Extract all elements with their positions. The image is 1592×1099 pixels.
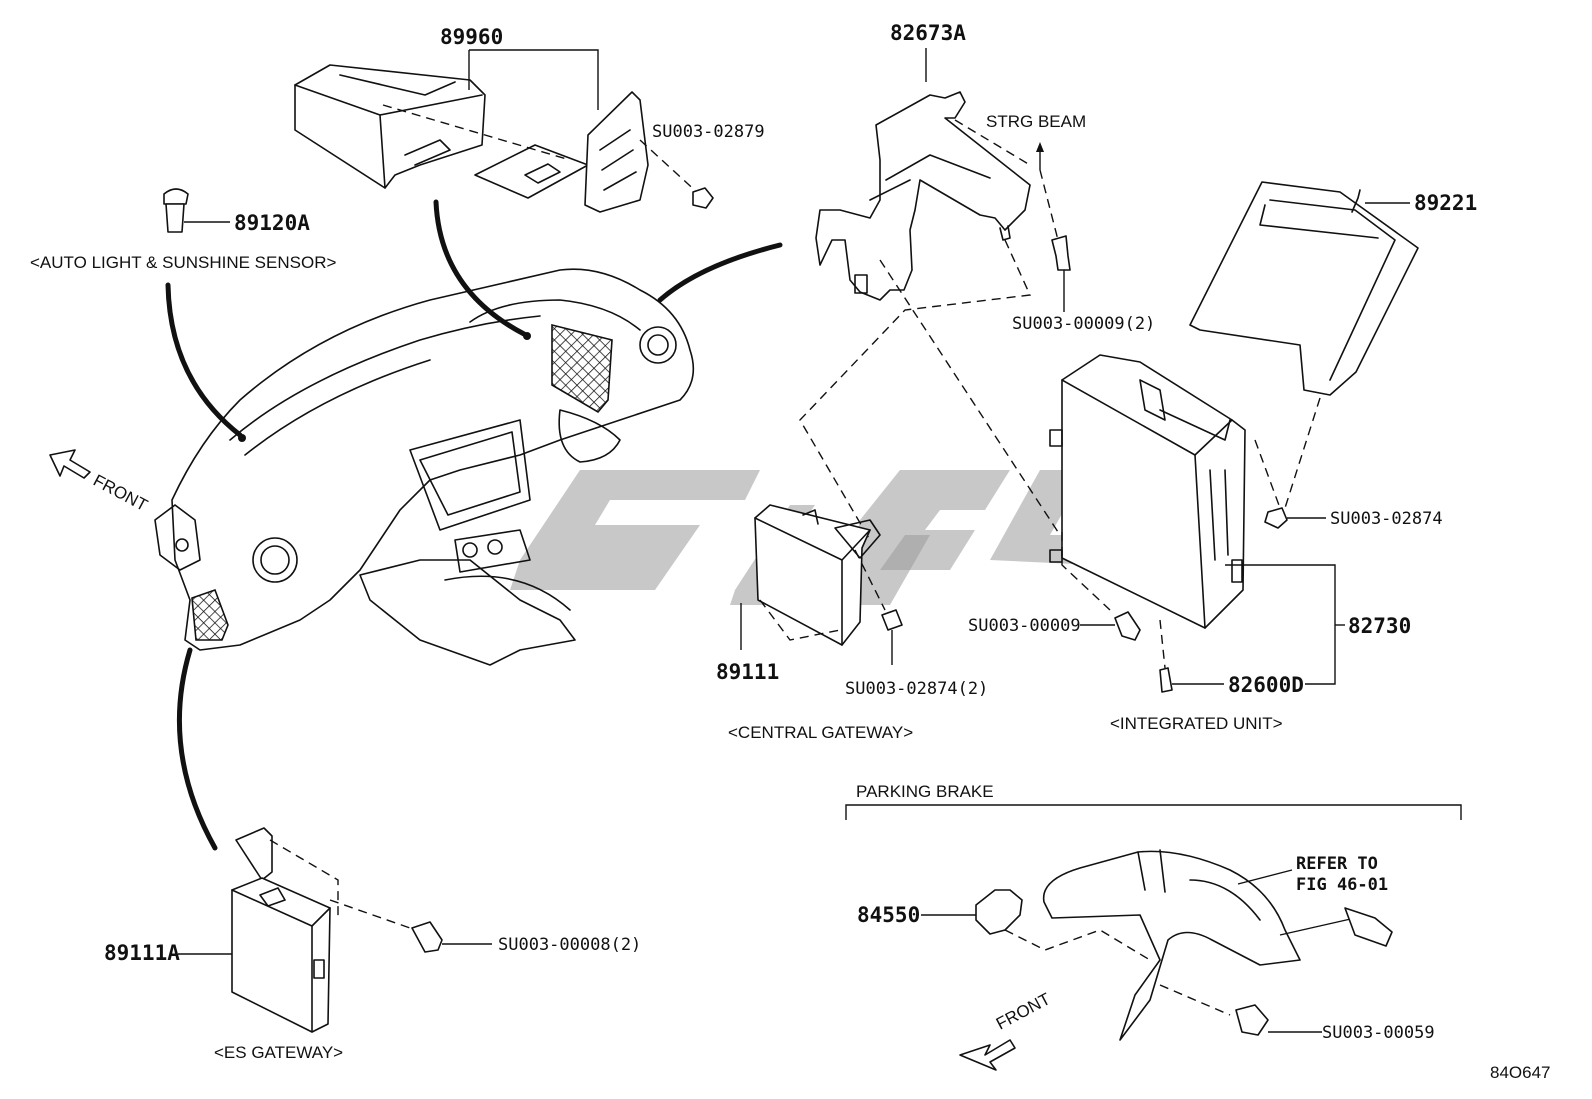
part-82600D: 82600D [1228,673,1304,697]
fastener-su003-00059: SU003-00059 [1322,1023,1435,1043]
fastener-su003-00008-x2: SU003-00008(2) [498,935,641,955]
part-82673A: 82673A [890,21,966,45]
module-89960 [294,49,714,213]
fastener-su003-02879: SU003-02879 [652,122,765,142]
part-84550: 84550 [857,903,920,927]
central-gateway-89111 [740,504,903,665]
refer-to-line1: REFER TO [1296,854,1378,874]
strg-beam-label: STRG BEAM [986,112,1086,131]
es-gateway-89111A [178,827,492,1033]
fastener-su003-00009-x2: SU003-00009(2) [1012,314,1155,334]
front-label-bottom: FRONT [993,989,1054,1033]
front-arrow-top: FRONT [49,449,151,515]
location-leaders [165,199,783,851]
es-gateway-label: <ES GATEWAY> [214,1043,343,1062]
part-89960: 89960 [440,25,503,49]
sensor-89120A [163,188,230,233]
integrated-unit-82730 [1049,354,1345,693]
refer-to-line2: FIG 46-01 [1296,875,1388,895]
part-89120A: 89120A [234,211,310,235]
part-82730: 82730 [1348,614,1411,638]
front-label-top: FRONT [90,471,151,515]
part-89221: 89221 [1414,191,1477,215]
parking-brake-bracket [845,804,1462,820]
diagram-code: 84O647 [1490,1063,1551,1082]
integrated-unit-label: <INTEGRATED UNIT> [1110,714,1283,733]
part-89111A: 89111A [104,941,180,965]
bracket-82673A [799,48,1071,541]
parking-brake-title: PARKING BRAKE [856,782,994,801]
cover-89221 [1189,181,1419,509]
auto-light-sensor-label: <AUTO LIGHT & SUNSHINE SENSOR> [30,253,336,272]
instrument-panel [154,268,695,666]
fastener-su003-00009: SU003-00009 [968,616,1081,636]
fastener-su003-02874-x2: SU003-02874(2) [845,679,988,699]
fastener-su003-02874: SU003-02874 [1330,509,1443,529]
central-gateway-label: <CENTRAL GATEWAY> [728,723,913,742]
part-89111: 89111 [716,660,779,684]
